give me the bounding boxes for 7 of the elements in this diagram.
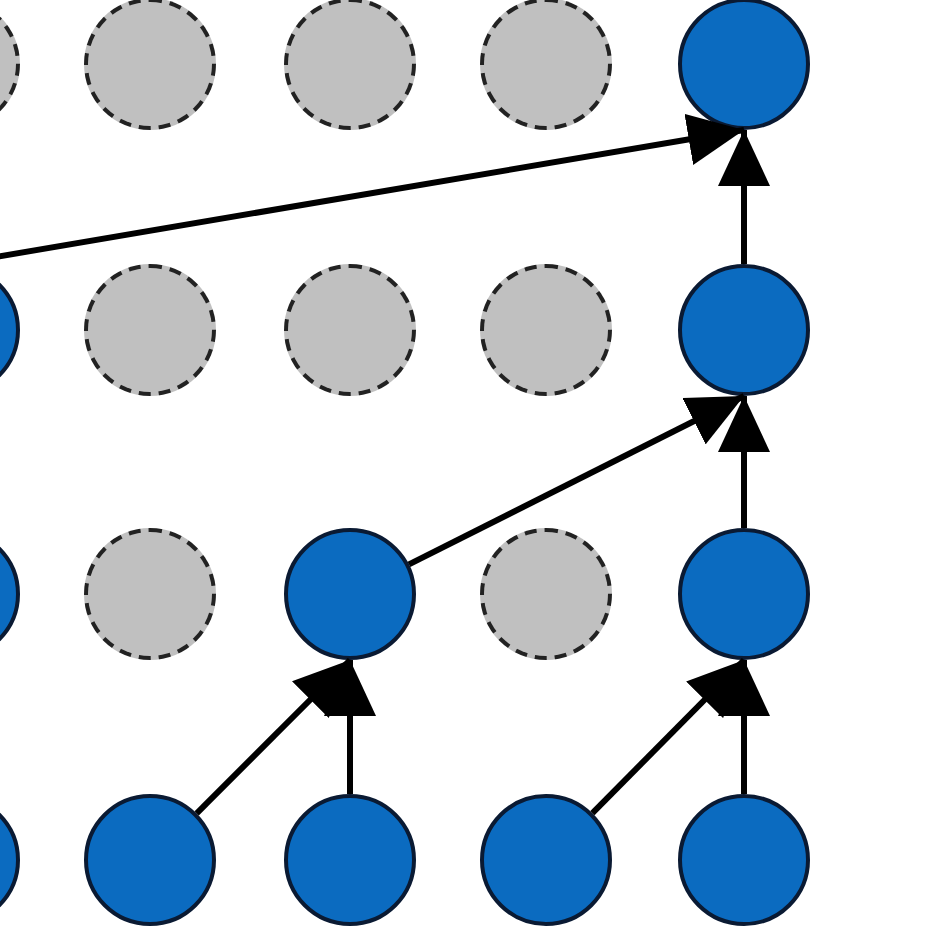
arrow [324, 660, 376, 794]
arrow [718, 130, 770, 264]
arrow [194, 657, 353, 816]
arrow [718, 660, 770, 794]
arrow [407, 393, 746, 568]
arrow [718, 396, 770, 528]
arrow [590, 657, 747, 816]
